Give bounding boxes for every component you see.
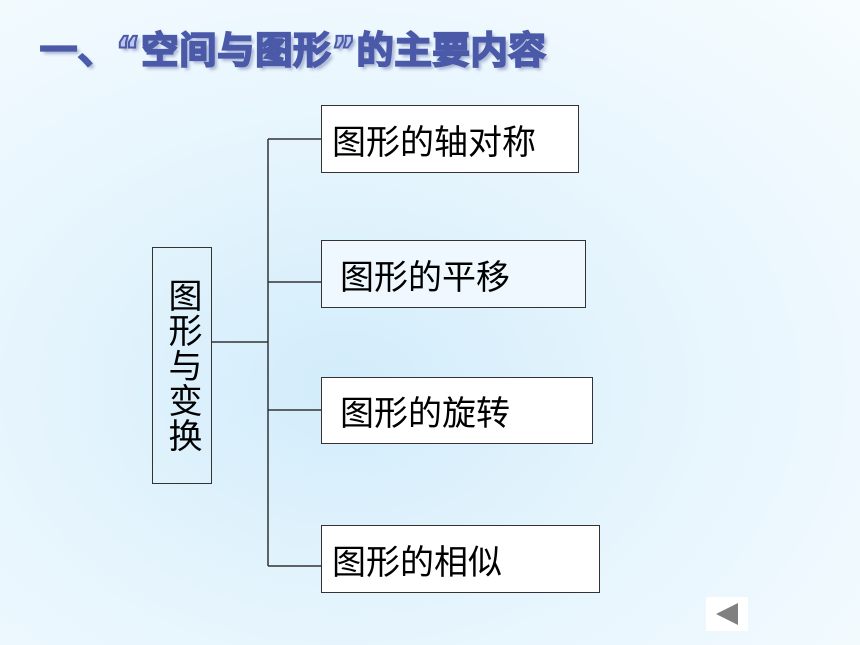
child-node-axial-symmetry: 图形的轴对称 (321, 105, 579, 173)
back-button[interactable] (706, 597, 748, 631)
root-node: 图形与变换 (152, 247, 212, 484)
child-node-similarity: 图形的相似 (321, 525, 600, 593)
child-node-label: 图形的旋转 (340, 394, 510, 434)
child-node-label: 图形的轴对称 (332, 122, 536, 163)
root-node-label: 图形与变换 (162, 278, 202, 453)
child-node-label: 图形的平移 (340, 257, 510, 298)
triangle-left-icon (716, 603, 738, 625)
child-node-rotation: 图形的旋转 (321, 377, 593, 444)
child-node-translation: 图形的平移 (321, 240, 586, 308)
child-node-label: 图形的相似 (332, 542, 502, 583)
slide-title: 一、“空间与图形”的主要内容 (39, 28, 547, 73)
